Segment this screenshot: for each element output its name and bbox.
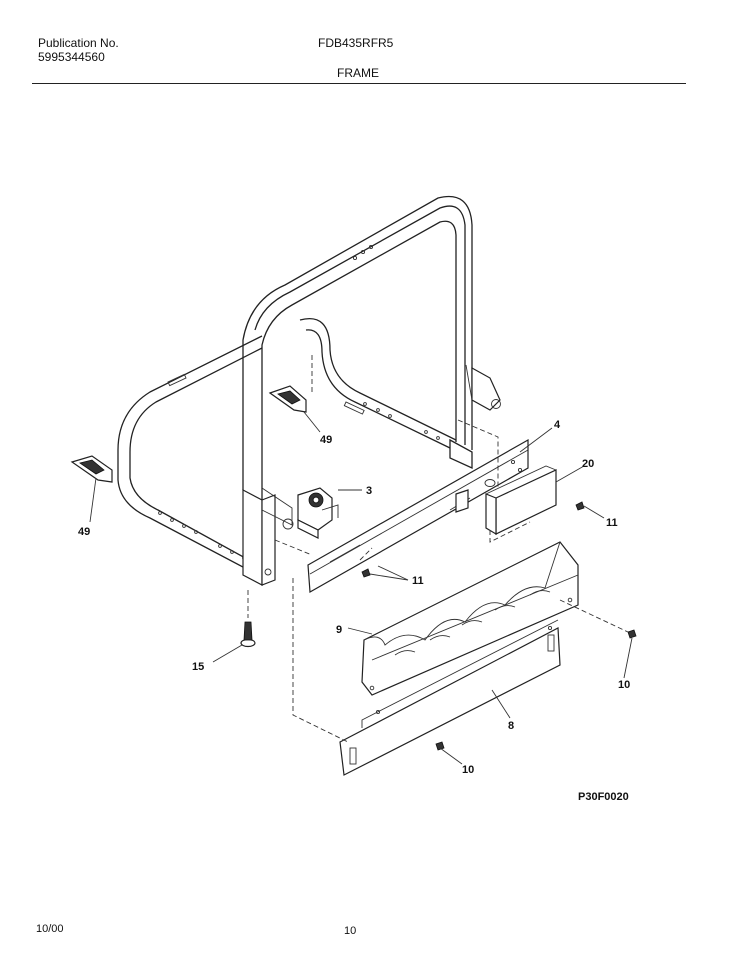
leg-bracket-rear — [268, 385, 307, 413]
figure-code: P30F0020 — [578, 791, 629, 803]
rear-foot-bracket — [465, 364, 501, 411]
callout-49-left: 49 — [78, 526, 90, 538]
callout-3: 3 — [366, 485, 372, 497]
leader-lines — [89, 411, 633, 765]
callout-20: 20 — [582, 458, 594, 470]
cover-box — [485, 465, 557, 536]
section-title: FRAME — [337, 66, 379, 80]
publication-number: 5995344560 — [38, 50, 105, 64]
header-rule — [32, 83, 686, 84]
callout-11-right: 11 — [606, 517, 618, 529]
callout-15: 15 — [192, 661, 204, 673]
water-valve — [297, 487, 339, 539]
page-number: 10 — [344, 925, 357, 937]
toe-panel-upper — [361, 541, 579, 696]
leg-bracket-left — [70, 455, 113, 483]
mounting-rail — [307, 438, 529, 593]
rear-frame-arch — [242, 196, 473, 500]
toe-panel-lower — [339, 619, 561, 776]
callout-4: 4 — [554, 419, 561, 431]
screw-15 — [240, 621, 256, 648]
front-corner-post — [242, 487, 294, 586]
screw-10-lower — [435, 741, 445, 751]
callout-9: 9 — [336, 624, 342, 636]
screw-11-lower — [361, 568, 371, 578]
footer-date: 10/00 — [36, 923, 64, 935]
screw-11-right — [575, 501, 585, 511]
callout-10-right: 10 — [618, 679, 630, 691]
callout-11-lower: 11 — [412, 575, 424, 587]
publication-label: Publication No. — [38, 36, 119, 50]
base-frame — [117, 318, 457, 576]
screw-10-right — [627, 629, 637, 639]
callout-10-lower: 10 — [462, 764, 474, 776]
assembly-guide-lines — [247, 355, 629, 743]
model-number: FDB435RFR5 — [318, 36, 394, 50]
callout-49-rear: 49 — [320, 434, 332, 446]
callout-8: 8 — [508, 720, 514, 732]
